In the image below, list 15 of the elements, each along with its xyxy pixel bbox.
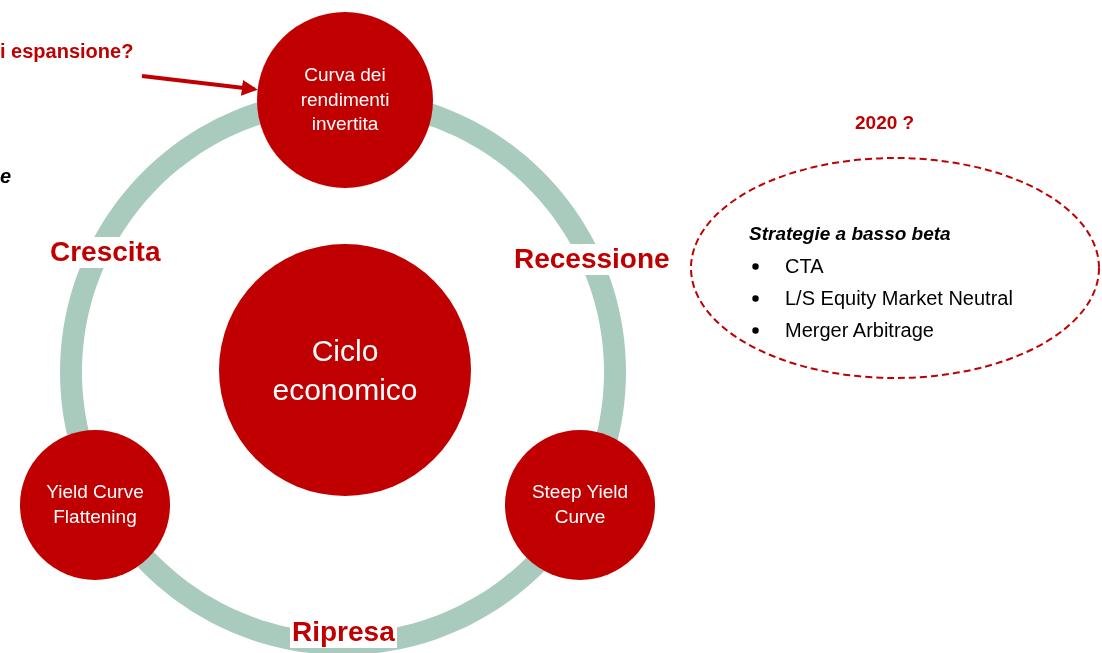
cut-off-text: e [0,165,12,188]
cycle-arc [137,551,545,653]
phase-label: Crescita [48,237,163,268]
year-note: 2020 ? [855,112,915,134]
circle-label: Steep Yield Curve [530,480,630,529]
phase-label: Recessione [512,244,672,275]
circle-label: Curva dei rendimenti invertita [299,62,391,137]
circle-label: Ciclo economico [271,333,419,408]
arrow [141,74,258,96]
list-item: L/S Equity Market Neutral [785,286,1013,311]
circle-label: Yield Curve Flattening [45,480,145,529]
list-item: CTA [785,254,824,279]
question-text: i espansione? [0,40,135,63]
heading: Strategie a basso beta [749,222,952,246]
list-item: Merger Arbitrage [785,318,934,343]
